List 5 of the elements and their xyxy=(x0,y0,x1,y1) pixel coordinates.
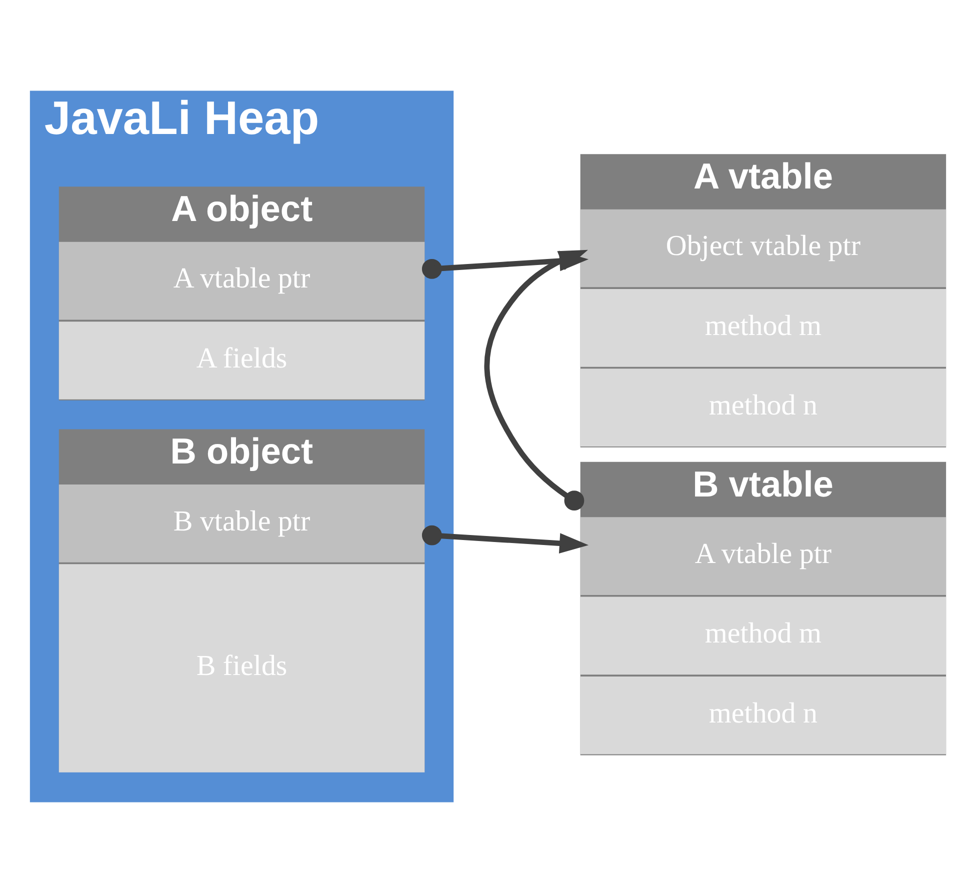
node-box: A vtable ptr xyxy=(58,241,425,320)
node-box: B vtable ptr xyxy=(58,484,425,562)
arrow xyxy=(422,524,589,553)
node-box: A vtable ptr xyxy=(580,516,946,594)
node-box: Object vtable ptr xyxy=(580,208,946,287)
